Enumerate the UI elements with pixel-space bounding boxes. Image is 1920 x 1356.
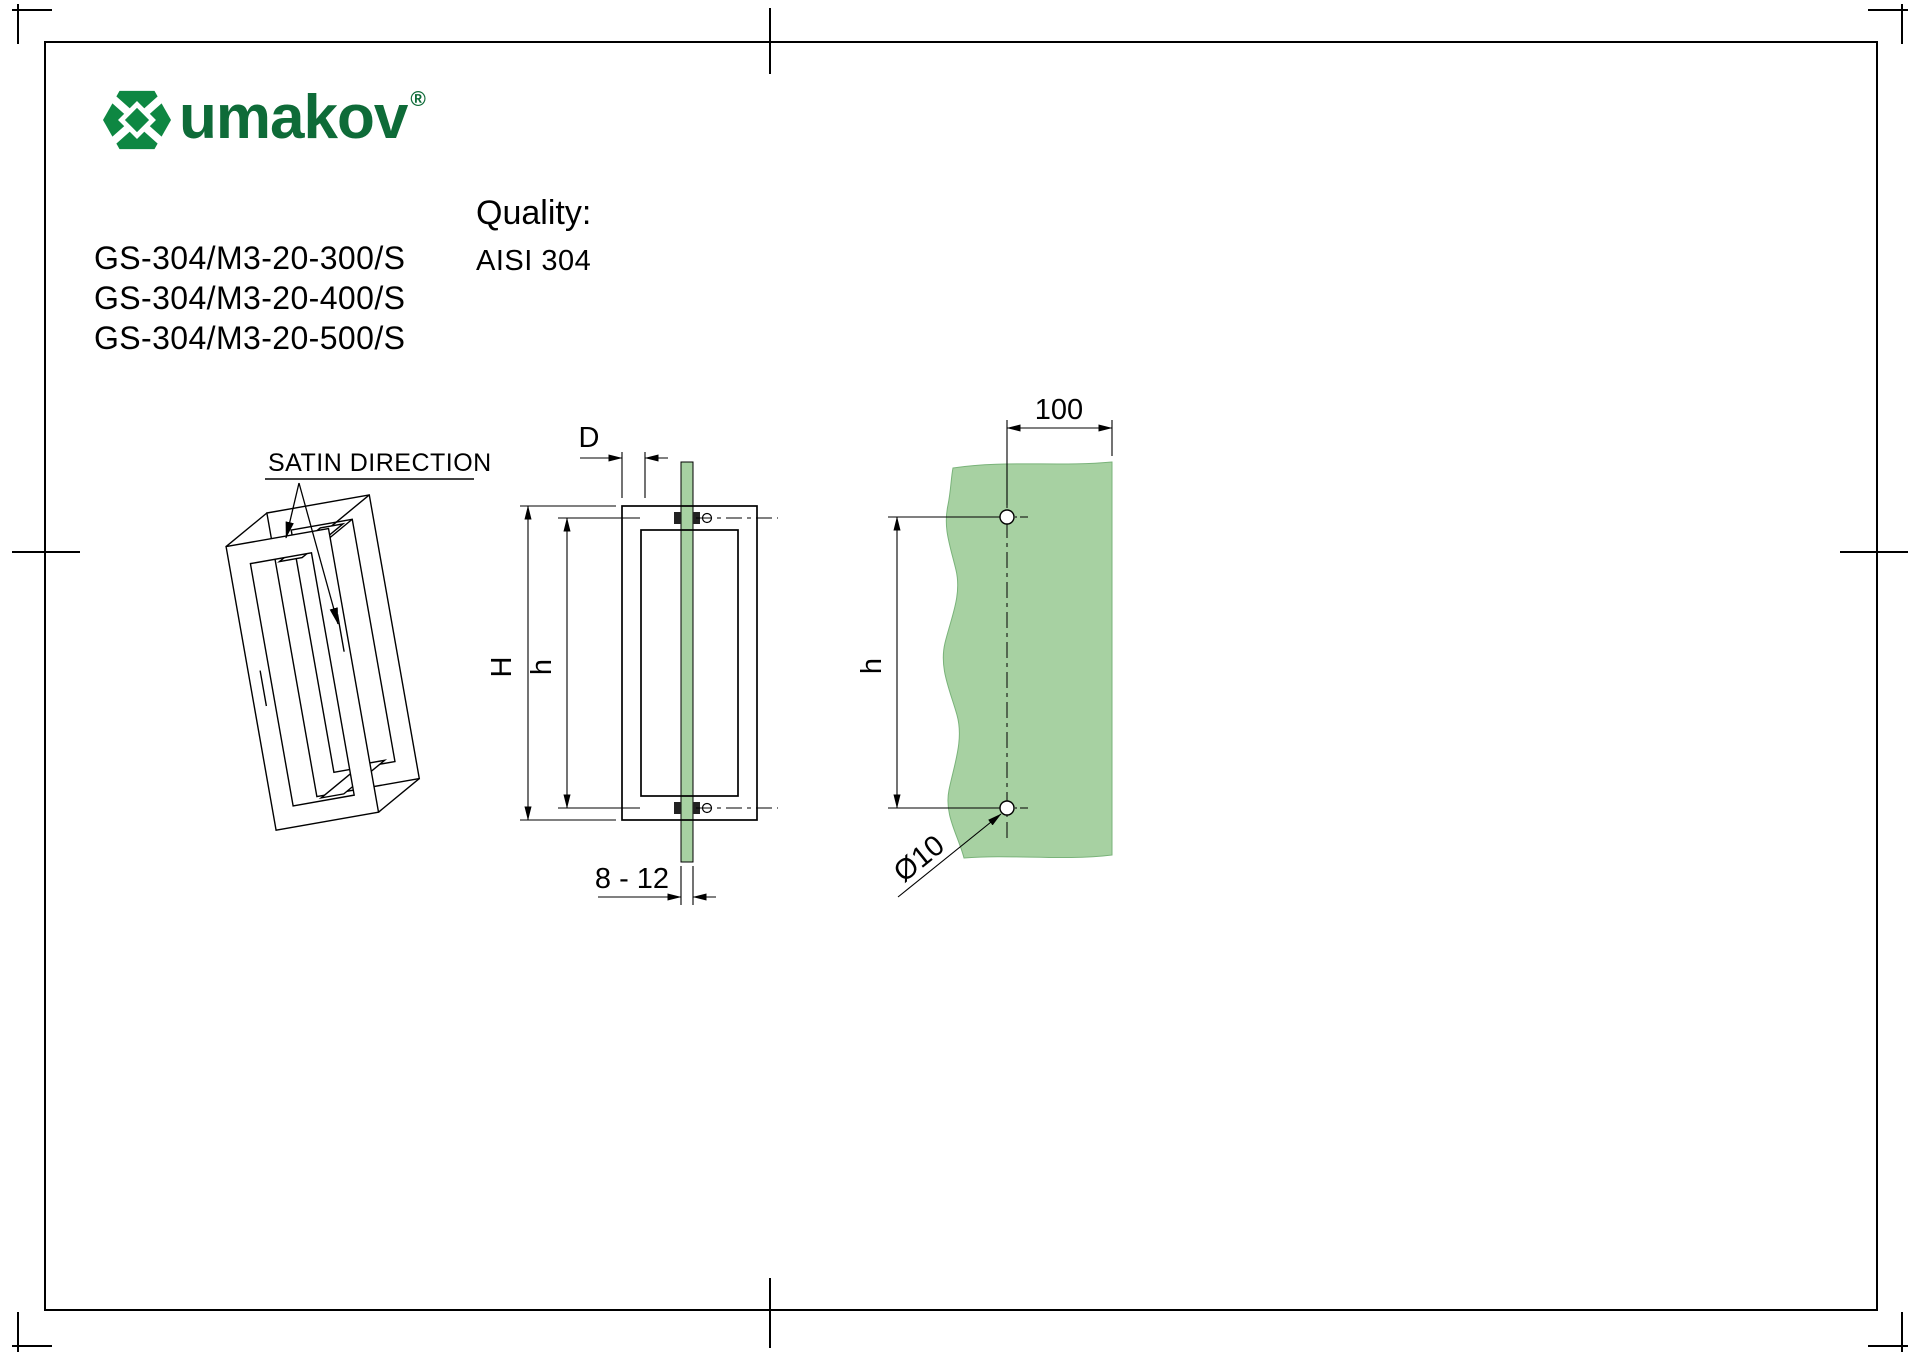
sheet-frame xyxy=(12,4,1908,1352)
iso-depth-edges xyxy=(225,494,420,813)
hole-diameter-leader xyxy=(897,813,1002,898)
dim-h-side xyxy=(558,517,640,809)
product-code: GS-304/M3-20-500/S xyxy=(94,320,406,356)
satin-direction-label: SATIN DIRECTION xyxy=(268,449,492,477)
screw-axis-centerlines xyxy=(696,517,778,809)
dim-d xyxy=(580,452,668,498)
registration-marks xyxy=(12,4,1908,1352)
dim-100-label: 100 xyxy=(1035,394,1083,426)
mounting-hole-top xyxy=(999,509,1015,525)
handle-outer-profile xyxy=(621,505,758,821)
handle-inner-profile xyxy=(640,529,739,797)
umakov-logo-icon xyxy=(103,90,171,150)
dim-glass-thickness xyxy=(598,866,716,905)
quality-label: Quality: xyxy=(476,194,592,232)
iso-satin-marks xyxy=(259,614,345,707)
dim-100 xyxy=(1006,420,1113,505)
product-code-list: GS-304/M3-20-300/S GS-304/M3-20-400/S GS… xyxy=(94,238,405,358)
dim-H xyxy=(520,505,616,821)
dim-h-side-label: h xyxy=(526,659,558,675)
registered-trademark: ® xyxy=(410,88,426,111)
dim-h-front-label: h xyxy=(856,658,888,674)
quality-value: AISI 304 xyxy=(476,245,592,277)
product-code: GS-304/M3-20-400/S xyxy=(94,280,406,316)
umakov-logo: umakov ® xyxy=(103,86,426,152)
mounting-hole-bottom xyxy=(999,800,1015,816)
border-rect xyxy=(44,41,1878,1311)
front-view: 100 h Ø10 xyxy=(856,394,1113,898)
dim-H-label: H xyxy=(486,657,518,678)
product-code: GS-304/M3-20-300/S xyxy=(94,240,406,276)
dim-glass-thickness-label: 8 - 12 xyxy=(595,863,669,895)
glass-edge-side xyxy=(680,461,694,863)
iso-view xyxy=(225,478,474,832)
glass-panel xyxy=(942,461,1113,859)
satin-arrow-tube xyxy=(298,482,339,625)
logo-center-diamond xyxy=(118,101,156,139)
side-view: D H h 8 - 12 xyxy=(486,422,778,905)
iso-front-ring xyxy=(225,527,380,832)
dim-d-label: D xyxy=(579,422,600,454)
dim-h-front xyxy=(888,516,999,809)
satin-arrow-top xyxy=(285,482,300,539)
brand-name: umakov xyxy=(179,83,408,152)
